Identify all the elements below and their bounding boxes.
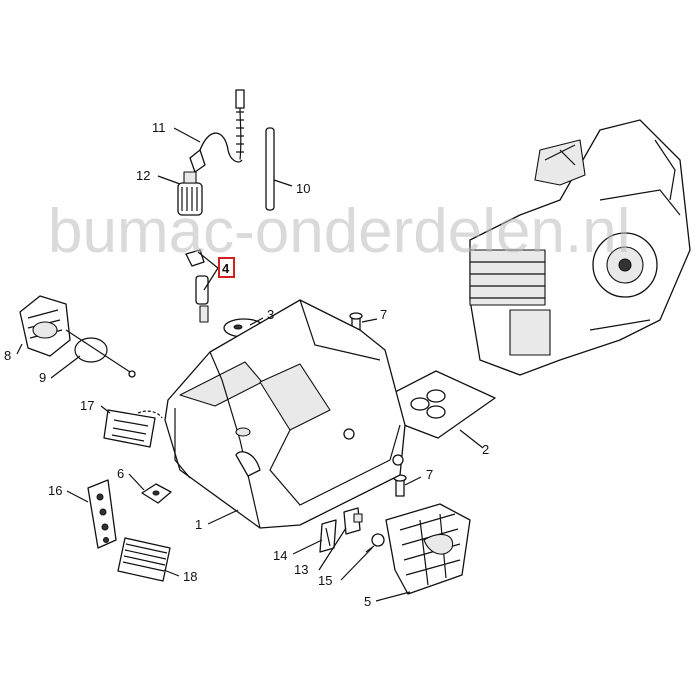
callout-15: 15 <box>318 573 332 588</box>
part-4-pickup <box>185 249 209 323</box>
part-bracket <box>319 519 337 553</box>
part-clip <box>343 507 363 535</box>
callout-6: 6 <box>117 466 124 481</box>
part-cover <box>385 503 471 595</box>
part-fuel-filter <box>177 171 203 216</box>
callout-7-lower: 7 <box>426 467 433 482</box>
engine-assembly <box>469 119 691 376</box>
callout-1: 1 <box>195 517 202 532</box>
callout-10: 10 <box>296 181 310 196</box>
part-screw-top <box>349 312 363 333</box>
part-fuel-hose <box>189 89 245 173</box>
part-warning-label <box>87 479 117 549</box>
callout-11: 11 <box>152 120 166 135</box>
highlight-box <box>218 257 235 278</box>
part-screw-15 <box>365 533 385 553</box>
callout-9: 9 <box>39 370 46 385</box>
callout-5: 5 <box>364 594 371 609</box>
callout-7-top: 7 <box>380 307 387 322</box>
callout-12: 12 <box>136 168 150 183</box>
callout-18: 18 <box>183 569 197 584</box>
part-screw-lower <box>393 474 407 497</box>
leader-lines <box>16 127 484 602</box>
part-tube <box>265 127 275 211</box>
callout-14: 14 <box>273 548 287 563</box>
part-nut <box>141 483 172 504</box>
callout-8: 8 <box>4 348 11 363</box>
callout-13: 13 <box>294 562 308 577</box>
callout-4: 4 <box>222 261 230 276</box>
callout-2: 2 <box>482 442 489 457</box>
part-plate <box>117 537 171 582</box>
part-oil-pump <box>19 295 136 378</box>
part-tank-housing <box>164 299 406 529</box>
callout-3: 3 <box>267 307 274 322</box>
part-label <box>103 409 163 448</box>
callout-labels: 11 12 10 4 3 7 8 9 2 17 6 7 16 1 14 13 1… <box>4 120 489 609</box>
watermark: bumac-onderdelen.nl <box>48 197 631 266</box>
part-o-ring <box>74 337 108 363</box>
callout-17: 17 <box>80 398 94 413</box>
callout-16: 16 <box>48 483 62 498</box>
